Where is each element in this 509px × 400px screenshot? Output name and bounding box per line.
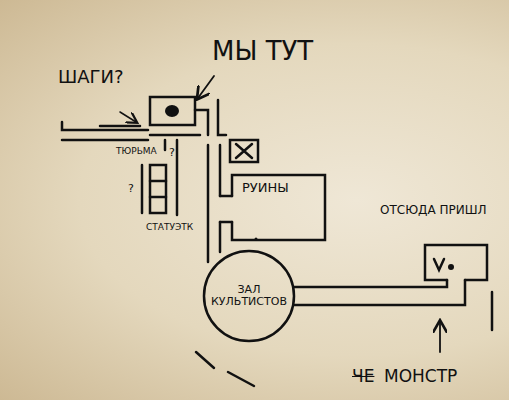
ruins-room: РУИНЫ bbox=[232, 175, 325, 240]
statue-label: СТАТУЭТК bbox=[146, 223, 193, 232]
origin-room: ОТСЮДА ПРИШЛ bbox=[376, 204, 500, 284]
node-text: ЗАЛ КУЛЬТИСТОВ bbox=[203, 250, 295, 342]
corridor bbox=[293, 280, 465, 305]
node-text: РУИНЫ bbox=[242, 181, 289, 195]
question-mark: ? bbox=[169, 147, 175, 158]
question-mark: ? bbox=[128, 183, 134, 194]
node-text: ТЮРЬМА bbox=[116, 147, 157, 157]
node-text: ОТСЮДА ПРИШЛ bbox=[380, 204, 487, 217]
steps-label: ШАГИ? bbox=[58, 68, 124, 86]
crossed-word: ЧЕ bbox=[352, 368, 374, 385]
node-outline bbox=[112, 145, 176, 220]
monster-label: МОНСТР bbox=[384, 368, 457, 385]
hall-circle: ЗАЛ КУЛЬТИСТОВ bbox=[203, 250, 295, 342]
here-label: МЫ ТУТ bbox=[212, 38, 313, 64]
prison-area: ТЮРЬМА bbox=[112, 145, 176, 220]
